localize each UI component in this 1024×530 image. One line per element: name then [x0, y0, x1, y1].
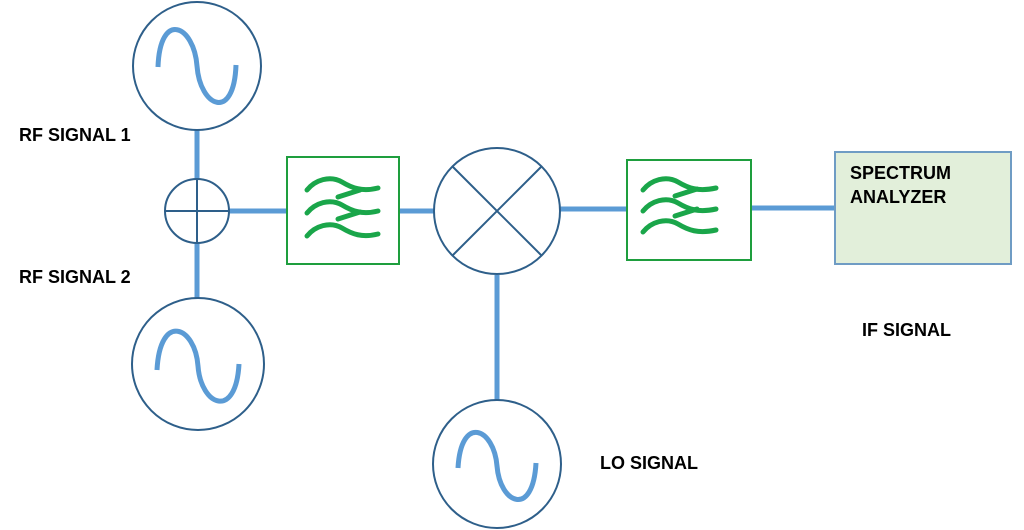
mixer-cross-2 [451, 165, 543, 257]
lo-signal-label: LO SIGNAL [600, 453, 698, 473]
filter-waves-icon [304, 176, 381, 239]
filter-waves-icon [640, 176, 719, 235]
sine-wave-icon [455, 430, 539, 502]
bandpass-filter-1 [286, 156, 400, 265]
bandpass-filter-2 [626, 159, 752, 261]
rf-signal-2-label: RF SIGNAL 2 [19, 267, 131, 287]
rf-signal-1-label: RF SIGNAL 1 [19, 125, 131, 145]
sine-wave-icon [154, 328, 242, 404]
summing-junction [164, 178, 230, 244]
spectrum-analyzer-label: SPECTRUM ANALYZER [850, 161, 951, 209]
spectrum-analyzer-block: SPECTRUM ANALYZER [834, 151, 1012, 265]
if-signal-label: IF SIGNAL [862, 320, 951, 340]
rf-signal-1-source [132, 1, 262, 131]
analyzer-label-line-2: ANALYZER [850, 187, 947, 207]
lo-signal-source [432, 399, 562, 529]
sine-wave-icon [155, 27, 239, 105]
analyzer-label-line-1: SPECTRUM [850, 163, 952, 183]
rf-signal-2-source [131, 297, 265, 431]
mixer [433, 147, 561, 275]
filter-1-box [286, 156, 400, 265]
wires [194, 128, 835, 403]
